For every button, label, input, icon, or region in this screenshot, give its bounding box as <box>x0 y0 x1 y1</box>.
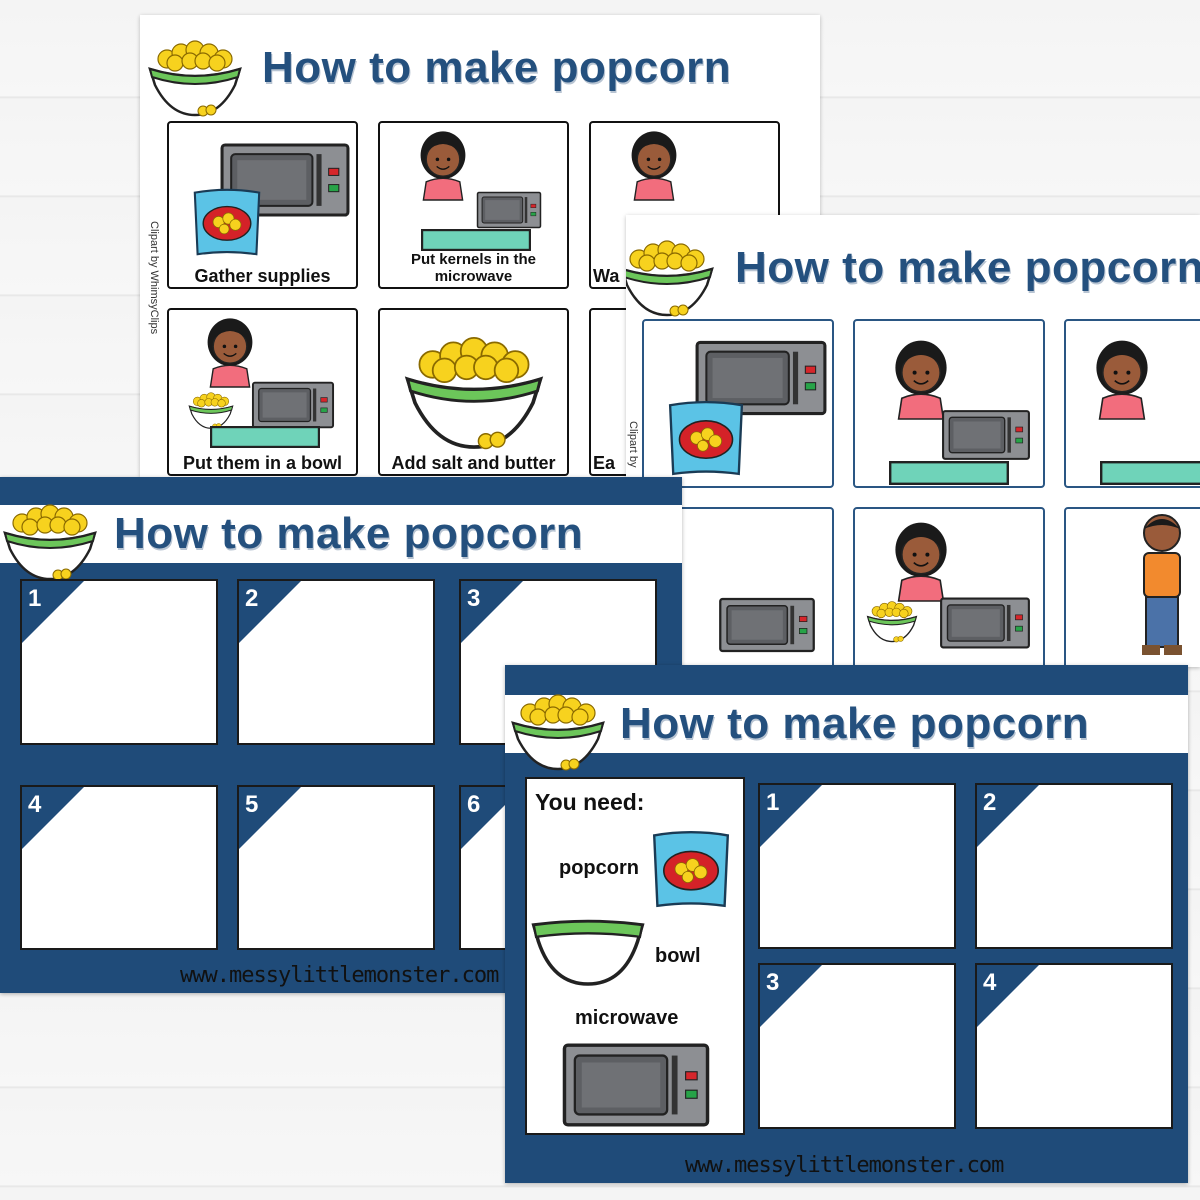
you-need-panel: You need: popcorn bowl microwave <box>525 777 745 1135</box>
picture-card <box>642 319 834 488</box>
you-need-heading: You need: <box>535 789 645 815</box>
popcorn-bag-icon <box>651 823 731 915</box>
counter-icon <box>861 461 1037 485</box>
popcorn-bowl-logo <box>145 37 245 117</box>
counter-icon <box>400 229 552 251</box>
microwave-icon <box>476 189 542 231</box>
page-title: How to make popcorn <box>262 43 732 92</box>
page-title: How to make popcorn <box>620 699 1090 748</box>
popcorn-bowl-logo <box>0 501 100 581</box>
website-footer: www.messylittlemonster.com <box>180 963 499 988</box>
sequence-box: 5 <box>237 785 435 950</box>
box-number: 5 <box>245 791 259 818</box>
sequence-card: Add salt and butter <box>378 308 569 476</box>
sequence-box: 3 <box>758 963 956 1129</box>
card-caption: Wa <box>593 266 620 286</box>
box-number: 1 <box>766 789 780 816</box>
sequence-box: 2 <box>975 783 1173 949</box>
sequence-box: 4 <box>20 785 218 950</box>
picture-card <box>1064 507 1200 667</box>
sheet-picture-cards-blue: How to make popcorn Clipart by <box>626 215 1200 667</box>
microwave-icon <box>561 1041 711 1129</box>
clipart-credit: Clipart by <box>627 421 639 468</box>
popcorn-bowl-logo <box>508 691 608 771</box>
popcorn-bowl-logo <box>626 237 717 317</box>
sequence-card: Put them in a bowl <box>167 308 358 476</box>
boy-icon <box>1132 511 1192 661</box>
card-caption: Put them in a bowl <box>182 453 342 473</box>
popcorn-bag-icon <box>660 399 752 477</box>
item-label-popcorn: popcorn <box>559 857 639 879</box>
popcorn-bag-icon <box>179 187 275 257</box>
sheet-you-need: How to make popcorn You need: popcorn bo… <box>505 665 1188 1183</box>
counter-icon <box>183 426 347 448</box>
box-number: 6 <box>467 791 481 818</box>
box-number: 4 <box>28 791 42 818</box>
picture-card <box>1064 319 1200 488</box>
title-band <box>0 505 682 563</box>
microwave-icon <box>939 595 1031 651</box>
girl-icon <box>881 515 961 607</box>
popcorn-bowl-icon <box>394 332 554 450</box>
box-number: 2 <box>983 789 997 816</box>
page-title: How to make popcorn <box>735 243 1200 292</box>
box-number: 3 <box>467 585 481 612</box>
box-number: 2 <box>245 585 259 612</box>
website-footer: www.messylittlemonster.com <box>685 1153 1004 1178</box>
microwave-icon <box>941 407 1031 463</box>
card-caption: Add salt and butter <box>391 453 556 473</box>
box-number: 3 <box>766 969 780 996</box>
picture-card <box>853 319 1045 488</box>
sequence-box: 2 <box>237 579 435 745</box>
bowl-icon <box>529 915 647 987</box>
sequence-card: Gather supplies <box>167 121 358 289</box>
title-band <box>505 695 1188 753</box>
picture-card <box>853 507 1045 667</box>
clipart-credit: Clipart by WhimsyClips <box>148 221 160 335</box>
microwave-icon <box>251 380 335 430</box>
microwave-icon <box>718 595 816 655</box>
box-number: 4 <box>983 969 997 996</box>
card-caption: Put kernels in the microwave <box>410 251 537 285</box>
sequence-box: 1 <box>758 783 956 949</box>
sequence-box: 4 <box>975 963 1173 1129</box>
bowl-icon <box>187 390 235 430</box>
card-caption: Gather supplies <box>194 266 331 286</box>
card-caption: Ea <box>593 453 616 473</box>
girl-icon <box>619 125 689 205</box>
girl-icon <box>1082 333 1162 425</box>
bowl-icon <box>865 599 919 643</box>
counter-icon <box>1072 461 1200 485</box>
girl-icon <box>408 125 478 205</box>
sequence-card: Put kernels in the microwave <box>378 121 569 289</box>
page-title: How to make popcorn <box>114 509 584 558</box>
item-label-microwave: microwave <box>575 1007 679 1029</box>
sequence-box: 1 <box>20 579 218 745</box>
box-number: 1 <box>28 585 42 612</box>
item-label-bowl: bowl <box>655 945 701 967</box>
